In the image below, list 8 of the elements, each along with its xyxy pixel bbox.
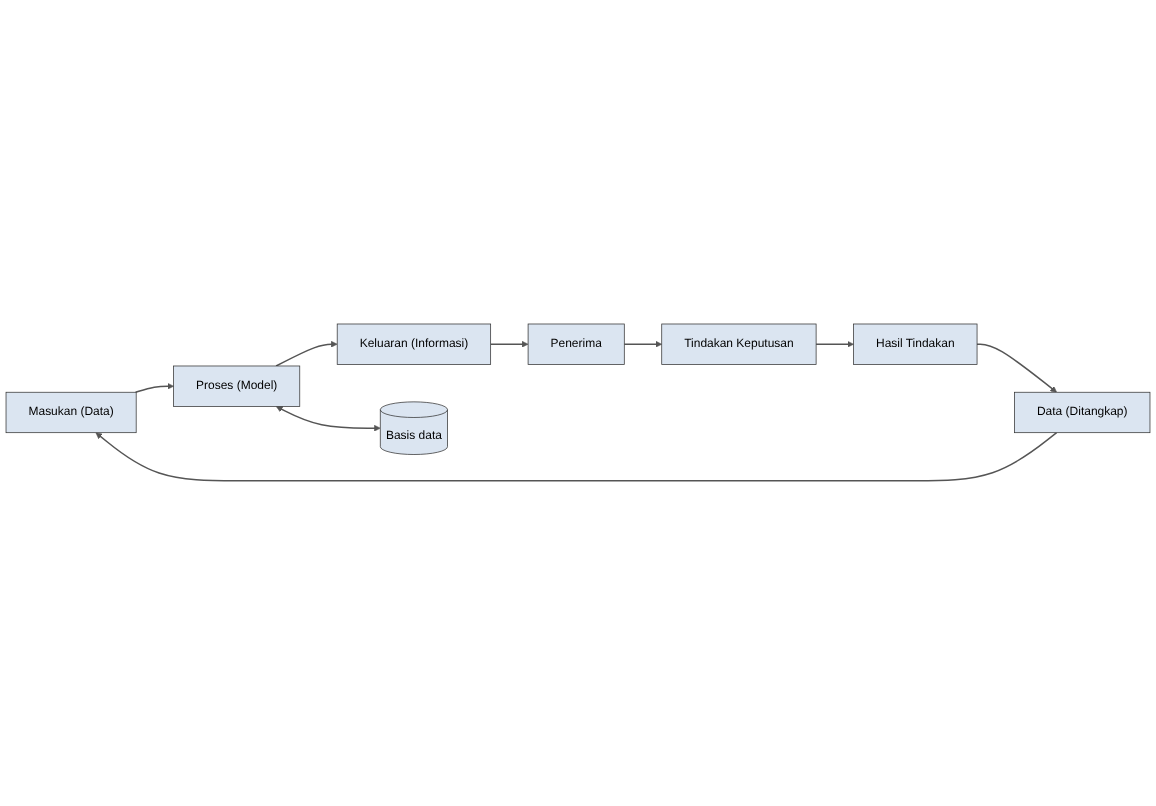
arrow <box>95 432 1058 483</box>
arrow <box>976 344 1057 394</box>
arrow <box>623 341 663 349</box>
arrow <box>489 341 529 349</box>
arrow <box>134 383 174 394</box>
arrow <box>815 341 854 349</box>
arrow <box>275 341 338 368</box>
arrow <box>276 406 381 433</box>
